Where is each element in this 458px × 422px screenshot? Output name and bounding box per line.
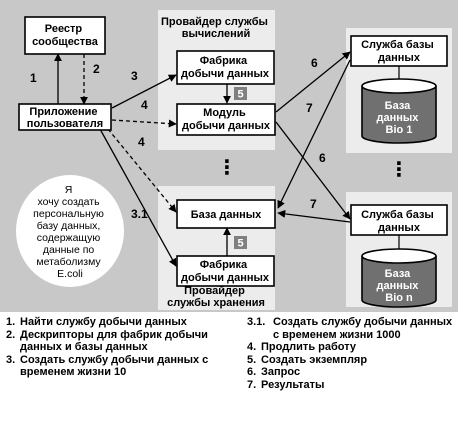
legend-item-2: 2. Дескрипторы для фабрик добычи данных … <box>6 329 220 354</box>
step-label-6a: 6 <box>311 56 318 70</box>
legend-item-6: 6. Запрос <box>247 366 455 379</box>
legend-right: 3.1. Создать службу добычи данных с врем… <box>247 316 455 392</box>
database-box: База данных <box>176 199 276 229</box>
storage-provider-title: Провайдер службы хранения <box>167 285 265 309</box>
arrow-step-4a <box>111 119 177 128</box>
legend-text: Создать службу добычи данных с временем … <box>273 316 453 341</box>
legend-item-3-1: 3.1. Создать службу добычи данных с врем… <box>247 316 455 341</box>
svg-text:Приложение пользователя: Приложение пользователя <box>27 106 103 130</box>
legend-num: 6. <box>247 366 257 379</box>
step-label-3: 3 <box>131 69 138 83</box>
arrow-step-3-1 <box>99 128 177 267</box>
svg-text:База данных Bio n: База данных Bio n <box>377 268 422 304</box>
registry-box: Реестр сообщества <box>24 16 106 55</box>
svg-text:5: 5 <box>237 238 243 250</box>
step-label-7a: 7 <box>306 101 313 115</box>
svg-text:Служба базы данных: Служба базы данных <box>361 209 437 234</box>
legend-num: 3. <box>6 353 16 366</box>
step-badge-5b: 5 <box>234 236 247 250</box>
svg-text:Фабрика добычи данных: Фабрика добычи данных <box>181 55 270 80</box>
arrow-step-6a <box>275 51 351 113</box>
svg-text:Служба базы данных: Служба базы данных <box>361 39 437 64</box>
compute-ellipsis: ⋮ <box>217 155 237 179</box>
step-label-1: 1 <box>30 71 37 85</box>
factory-top-box: Фабрика добычи данных <box>176 50 275 85</box>
step-label-7b: 7 <box>310 197 317 211</box>
legend-num: 1. <box>6 316 16 328</box>
svg-text:База данных: База данных <box>191 209 262 221</box>
legend-item-1: 1. Найти службу добычи данных <box>6 316 220 329</box>
legend-item-5: 5. Создать экземпляр <box>247 354 455 367</box>
bio1-database-cylinder: База данных Bio 1 <box>361 78 437 144</box>
arrow-step-7a <box>277 59 351 209</box>
svg-text:База данных Bio 1: База данных Bio 1 <box>377 100 422 136</box>
step-label-2: 2 <box>93 62 100 76</box>
legend-text: Найти службу добычи данных <box>20 316 187 328</box>
step-label-4a: 4 <box>141 98 148 112</box>
svg-text:Я хочу создать пер: Я хочу создать персональную базу данных,… <box>33 184 107 280</box>
service-db-1-box: Служба базы данных <box>350 35 448 67</box>
svg-text:Модуль добычи данных: Модуль добычи данных <box>182 107 271 132</box>
legend-text: Запрос <box>261 366 301 379</box>
legend-item-3: 3. Создать службу добычи данных с времен… <box>6 354 220 379</box>
legend-num: 5. <box>247 353 257 366</box>
legend-item-4: 4. Продлить работу <box>247 341 455 354</box>
arrow-step-4b <box>107 128 177 213</box>
arrow-step-6b <box>275 121 351 220</box>
svg-text:Фабрика добычи данных: Фабрика добычи данных <box>181 259 270 284</box>
mining-module-box: Модуль добычи данных <box>176 103 276 136</box>
legend-text: Результаты <box>261 378 325 391</box>
legend-text: Создать службу добычи данных с временем … <box>20 353 209 379</box>
compute-provider-title: Провайдер службы вычислений <box>161 16 271 40</box>
legend-text: Дескрипторы для фабрик добычи данных и б… <box>20 328 208 354</box>
legend-num: 7. <box>247 378 257 391</box>
legend-item-7: 7. Результаты <box>247 379 455 392</box>
legend-left: 1. Найти службу добычи данных 2. Дескрип… <box>6 316 220 379</box>
legend-text: Продлить работу <box>261 341 356 354</box>
svg-text:5: 5 <box>237 89 243 101</box>
arrow-step-7b <box>277 209 351 223</box>
factory-bottom-box: Фабрика добычи данных <box>176 255 275 287</box>
legend-num: 3.1. <box>247 316 266 328</box>
user-speech-bubble: Я хочу создать персональную базу данных,… <box>16 175 124 287</box>
arrow-step-3 <box>111 74 177 109</box>
step-label-6b: 6 <box>319 151 326 165</box>
legend-text: Создать экземпляр <box>261 353 368 366</box>
step-badge-5a: 5 <box>234 87 247 101</box>
service-ellipsis: ⋮ <box>389 157 409 181</box>
bion-database-cylinder: База данных Bio n <box>361 248 437 308</box>
legend-num: 4. <box>247 341 257 354</box>
service-db-n-box: Служба базы данных <box>350 204 448 236</box>
legend-num: 2. <box>6 328 16 341</box>
user-app-box: Приложение пользователя <box>18 103 112 131</box>
step-label-4b: 4 <box>138 135 145 149</box>
svg-text:Реестр сообщества: Реестр сообщества <box>32 23 99 48</box>
step-label-3-1: 3.1 <box>131 207 148 221</box>
